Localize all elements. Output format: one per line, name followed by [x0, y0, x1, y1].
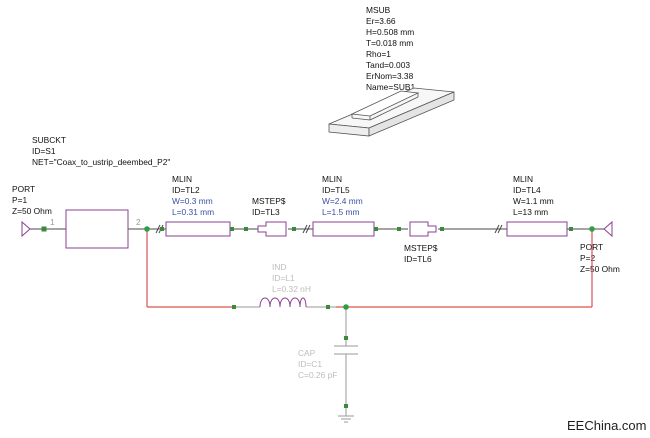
ind-value: L=0.32 nH — [272, 284, 311, 294]
msub-block[interactable]: MSUB Er=3.66 H=0.508 mm T=0.018 mm Rho=1… — [328, 5, 455, 137]
tl2-length: L=0.31 mm — [172, 207, 214, 217]
msub-param-name: Name=SUB1 — [366, 82, 415, 92]
subckt-name: SUBCKT — [32, 135, 66, 145]
tl3-mstep-symbol[interactable] — [257, 221, 287, 237]
cap-id: ID=C1 — [298, 359, 322, 369]
tl4-id: ID=TL4 — [513, 185, 541, 195]
tl5-name: MLIN — [322, 174, 342, 184]
shunt-branch-wires — [146, 229, 593, 308]
msub-param-er: Er=3.66 — [366, 16, 396, 26]
msub-param-rho: Rho=1 — [366, 49, 391, 59]
subckt-symbol[interactable]: 1 2 — [50, 209, 141, 249]
tl4-length: L=13 mm — [513, 207, 548, 217]
cap-branch-wires — [232, 306, 347, 416]
msub-param-t: T=0.018 mm — [366, 38, 413, 48]
tl4-mlin-symbol[interactable] — [494, 221, 568, 237]
tl2-width: W=0.3 mm — [172, 196, 213, 206]
port2-impedance: Z=50 Ohm — [580, 264, 620, 274]
tl3-name: MSTEP$ — [252, 196, 286, 206]
msub-param-tand: Tand=0.003 — [366, 60, 410, 70]
port2-symbol[interactable] — [600, 220, 613, 238]
msub-name: MSUB — [366, 5, 391, 15]
tl5-id: ID=TL5 — [322, 185, 350, 195]
tl2-name: MLIN — [172, 174, 192, 184]
subckt-pin-1-label: 1 — [50, 217, 55, 227]
cap-name: CAP — [298, 348, 316, 358]
port1-name: PORT — [12, 184, 35, 194]
inductor-symbol[interactable] — [259, 297, 307, 308]
capacitor-symbol[interactable] — [334, 345, 358, 355]
ind-name: IND — [272, 262, 286, 272]
connection-nodes — [144, 226, 595, 408]
cap-value: C=0.26 pF — [298, 370, 337, 380]
tl2-mlin-symbol[interactable] — [155, 221, 231, 237]
tl6-mstep-symbol[interactable] — [409, 221, 437, 237]
tl6-id: ID=TL6 — [404, 254, 432, 264]
tl2-id: ID=TL2 — [172, 185, 200, 195]
port1-symbol[interactable] — [21, 220, 47, 238]
tl5-length: L=1.5 mm — [322, 207, 359, 217]
substrate-icon — [328, 87, 455, 137]
ind-id: ID=L1 — [272, 273, 295, 283]
msub-param-h: H=0.508 mm — [366, 27, 414, 37]
port1-impedance: Z=50 Ohm — [12, 206, 52, 216]
watermark-text: EEChina.com — [567, 418, 646, 433]
subckt-pin-2-label: 2 — [136, 217, 141, 227]
tl6-name: MSTEP$ — [404, 243, 438, 253]
subckt-id: ID=S1 — [32, 146, 56, 156]
tl5-width: W=2.4 mm — [322, 196, 363, 206]
port2-number: P=2 — [580, 253, 595, 263]
subckt-net: NET="Coax_to_ustrip_deembed_P2" — [32, 157, 170, 167]
msub-param-ernom: ErNom=3.38 — [366, 71, 414, 81]
tl5-mlin-symbol[interactable] — [302, 221, 375, 237]
tl4-name: MLIN — [513, 174, 533, 184]
ground-icon — [338, 415, 354, 423]
tl3-id: ID=TL3 — [252, 207, 280, 217]
tl4-width: W=1.1 mm — [513, 196, 554, 206]
port1-number: P=1 — [12, 195, 27, 205]
